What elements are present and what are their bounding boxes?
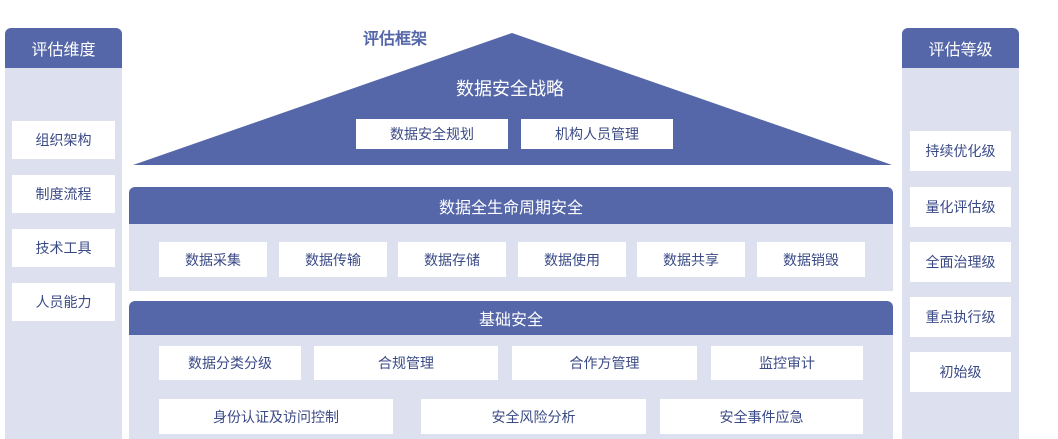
level-title: 评估等级 [928,40,993,59]
foundation-item: 身份认证及访问控制 [159,399,393,434]
roof-item: 数据安全规划 [356,119,508,149]
lifecycle-item: 数据共享 [637,242,745,277]
level-item: 初始级 [910,352,1011,392]
dimension-item: 组织架构 [12,121,115,159]
lifecycle-title: 数据全生命周期安全 [438,197,583,217]
dimension-title: 评估维度 [31,40,96,59]
level-item: 量化评估级 [910,187,1011,227]
dimension-item: 人员能力 [12,283,115,321]
foundation-item: 合规管理 [314,346,498,380]
foundation-item: 安全事件应急 [660,399,863,434]
foundation-item: 监控审计 [711,346,863,380]
lifecycle-header: 数据全生命周期安全 [129,187,893,224]
lifecycle-item: 数据使用 [518,242,626,277]
level-item: 持续优化级 [910,131,1011,171]
roof-title: 数据安全战略 [456,79,564,100]
level-header: 评估等级 [902,28,1019,68]
lifecycle-item: 数据采集 [159,242,267,277]
foundation-item: 数据分类分级 [159,346,301,380]
dimension-item: 技术工具 [12,229,115,267]
framework-title: 评估框架 [362,29,427,48]
lifecycle-item: 数据传输 [279,242,387,277]
lifecycle-item: 数据存储 [398,242,506,277]
foundation-header: 基础安全 [129,301,893,335]
dimension-header: 评估维度 [5,28,122,68]
dimension-item: 制度流程 [12,175,115,213]
level-item: 重点执行级 [910,297,1011,337]
roof-item: 机构人员管理 [521,119,673,149]
foundation-item: 安全风险分析 [421,399,646,434]
foundation-title: 基础安全 [478,310,543,329]
foundation-item: 合作方管理 [512,346,697,380]
level-item: 全面治理级 [910,242,1011,282]
lifecycle-item: 数据销毁 [757,242,865,277]
